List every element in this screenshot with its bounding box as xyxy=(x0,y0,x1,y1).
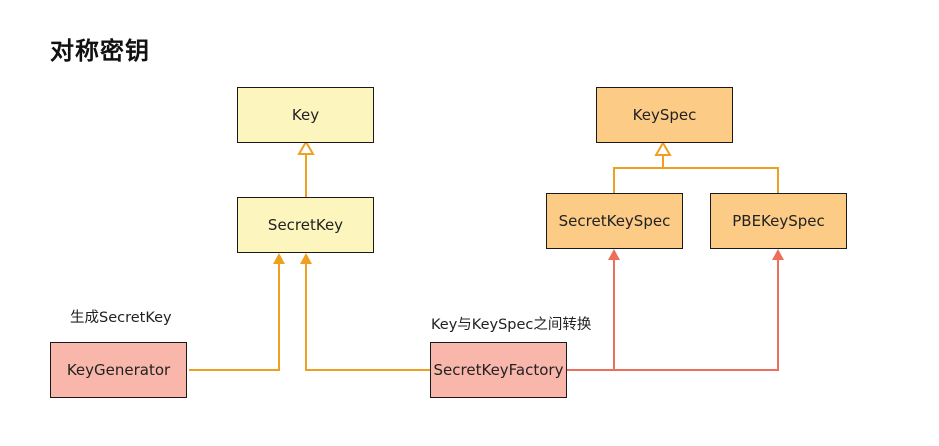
node-secret-key-label: SecretKey xyxy=(267,216,344,234)
key-generator-note: 生成SecretKey xyxy=(70,310,172,326)
node-key-label: Key xyxy=(291,106,320,124)
edge-specs-to-keyspec xyxy=(613,141,779,193)
diagram-title: 对称密钥 xyxy=(50,37,150,65)
factory-note: Key与KeySpec之间转换 xyxy=(431,317,592,333)
node-secret-key-spec-label: SecretKeySpec xyxy=(558,212,671,230)
edge-factory-to-pbekeyspec xyxy=(614,249,784,371)
edge-secretkey-to-key xyxy=(297,140,315,197)
node-key-generator-label: KeyGenerator xyxy=(66,361,171,379)
node-secret-key[interactable]: SecretKey xyxy=(237,197,374,253)
node-pbe-key-spec-label: PBEKeySpec xyxy=(732,212,825,230)
node-key-spec-label: KeySpec xyxy=(632,106,697,124)
node-secret-key-factory-label: SecretKeyFactory xyxy=(433,361,564,379)
node-secret-key-factory[interactable]: SecretKeyFactory xyxy=(430,342,567,398)
edge-factory-to-secretkey xyxy=(300,253,431,371)
node-pbe-key-spec[interactable]: PBEKeySpec xyxy=(710,193,847,249)
edge-factory-to-secretkeyspec xyxy=(567,249,620,371)
node-key[interactable]: Key xyxy=(237,87,374,143)
node-key-spec[interactable]: KeySpec xyxy=(596,87,733,143)
node-key-generator[interactable]: KeyGenerator xyxy=(50,342,187,398)
node-secret-key-spec[interactable]: SecretKeySpec xyxy=(546,193,683,249)
edge-keygenerator-to-secretkey xyxy=(189,253,285,371)
